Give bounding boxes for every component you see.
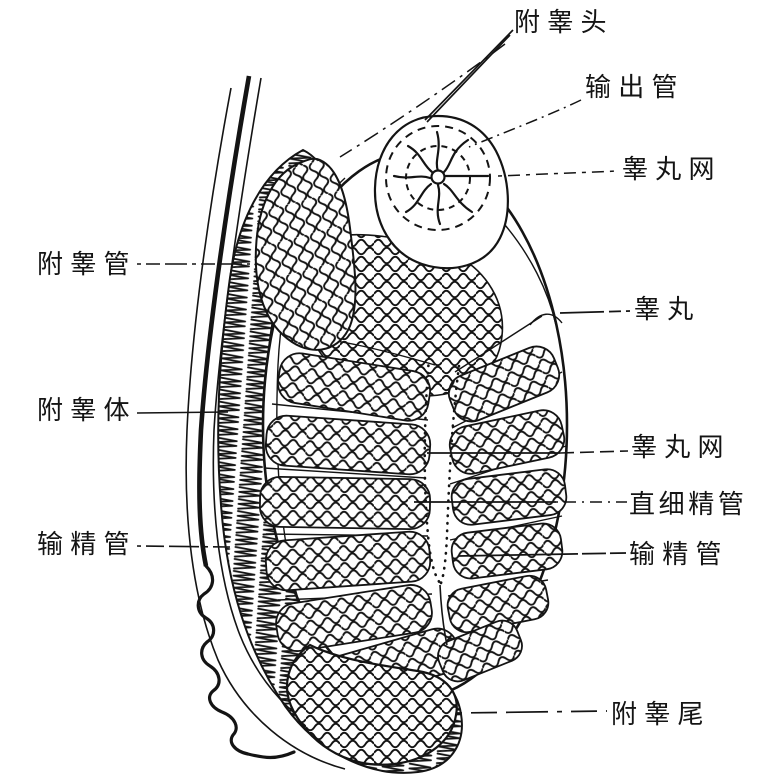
seminiferous-lobules xyxy=(259,345,568,703)
label-epididymis-tail: 附睾尾 xyxy=(611,700,711,729)
leader-rete-testis-right xyxy=(427,450,629,454)
leader-testis xyxy=(559,310,631,314)
label-efferent-ducts: 输出管 xyxy=(585,73,685,102)
label-epididymis-head: 附睾头 xyxy=(514,8,614,37)
label-rete-testis-right: 睾丸网 xyxy=(631,433,731,462)
leader-epididymis-head xyxy=(339,29,514,158)
leader-lines xyxy=(136,29,631,714)
label-rete-testis-upper: 睾丸网 xyxy=(622,155,722,184)
epididymis-tail-knob xyxy=(286,643,458,766)
leader-vas-deferens-left xyxy=(136,545,231,548)
leader-epididymis-tail xyxy=(456,710,608,714)
leader-rete-testis-upper xyxy=(497,170,619,177)
mediastinum-rete-testis xyxy=(423,356,461,646)
label-epididymal-duct: 附睾管 xyxy=(37,250,137,279)
leader-epididymis-body xyxy=(136,411,229,414)
vas-deferens-line xyxy=(185,75,346,770)
epididymis-head-lobe xyxy=(254,157,357,351)
label-vas-deferens-left: 输精管 xyxy=(37,530,137,559)
label-straight-seminiferous-tubule: 直细精管 xyxy=(629,490,748,519)
label-vas-deferens-right: 输精管 xyxy=(629,540,729,569)
label-epididymis-body: 附睾体 xyxy=(37,396,137,425)
label-testis: 睾丸 xyxy=(634,295,701,324)
leader-efferent-ducts xyxy=(468,99,582,148)
leader-vas-deferens-right xyxy=(457,552,627,557)
efferent-duct-wheel xyxy=(373,114,509,270)
